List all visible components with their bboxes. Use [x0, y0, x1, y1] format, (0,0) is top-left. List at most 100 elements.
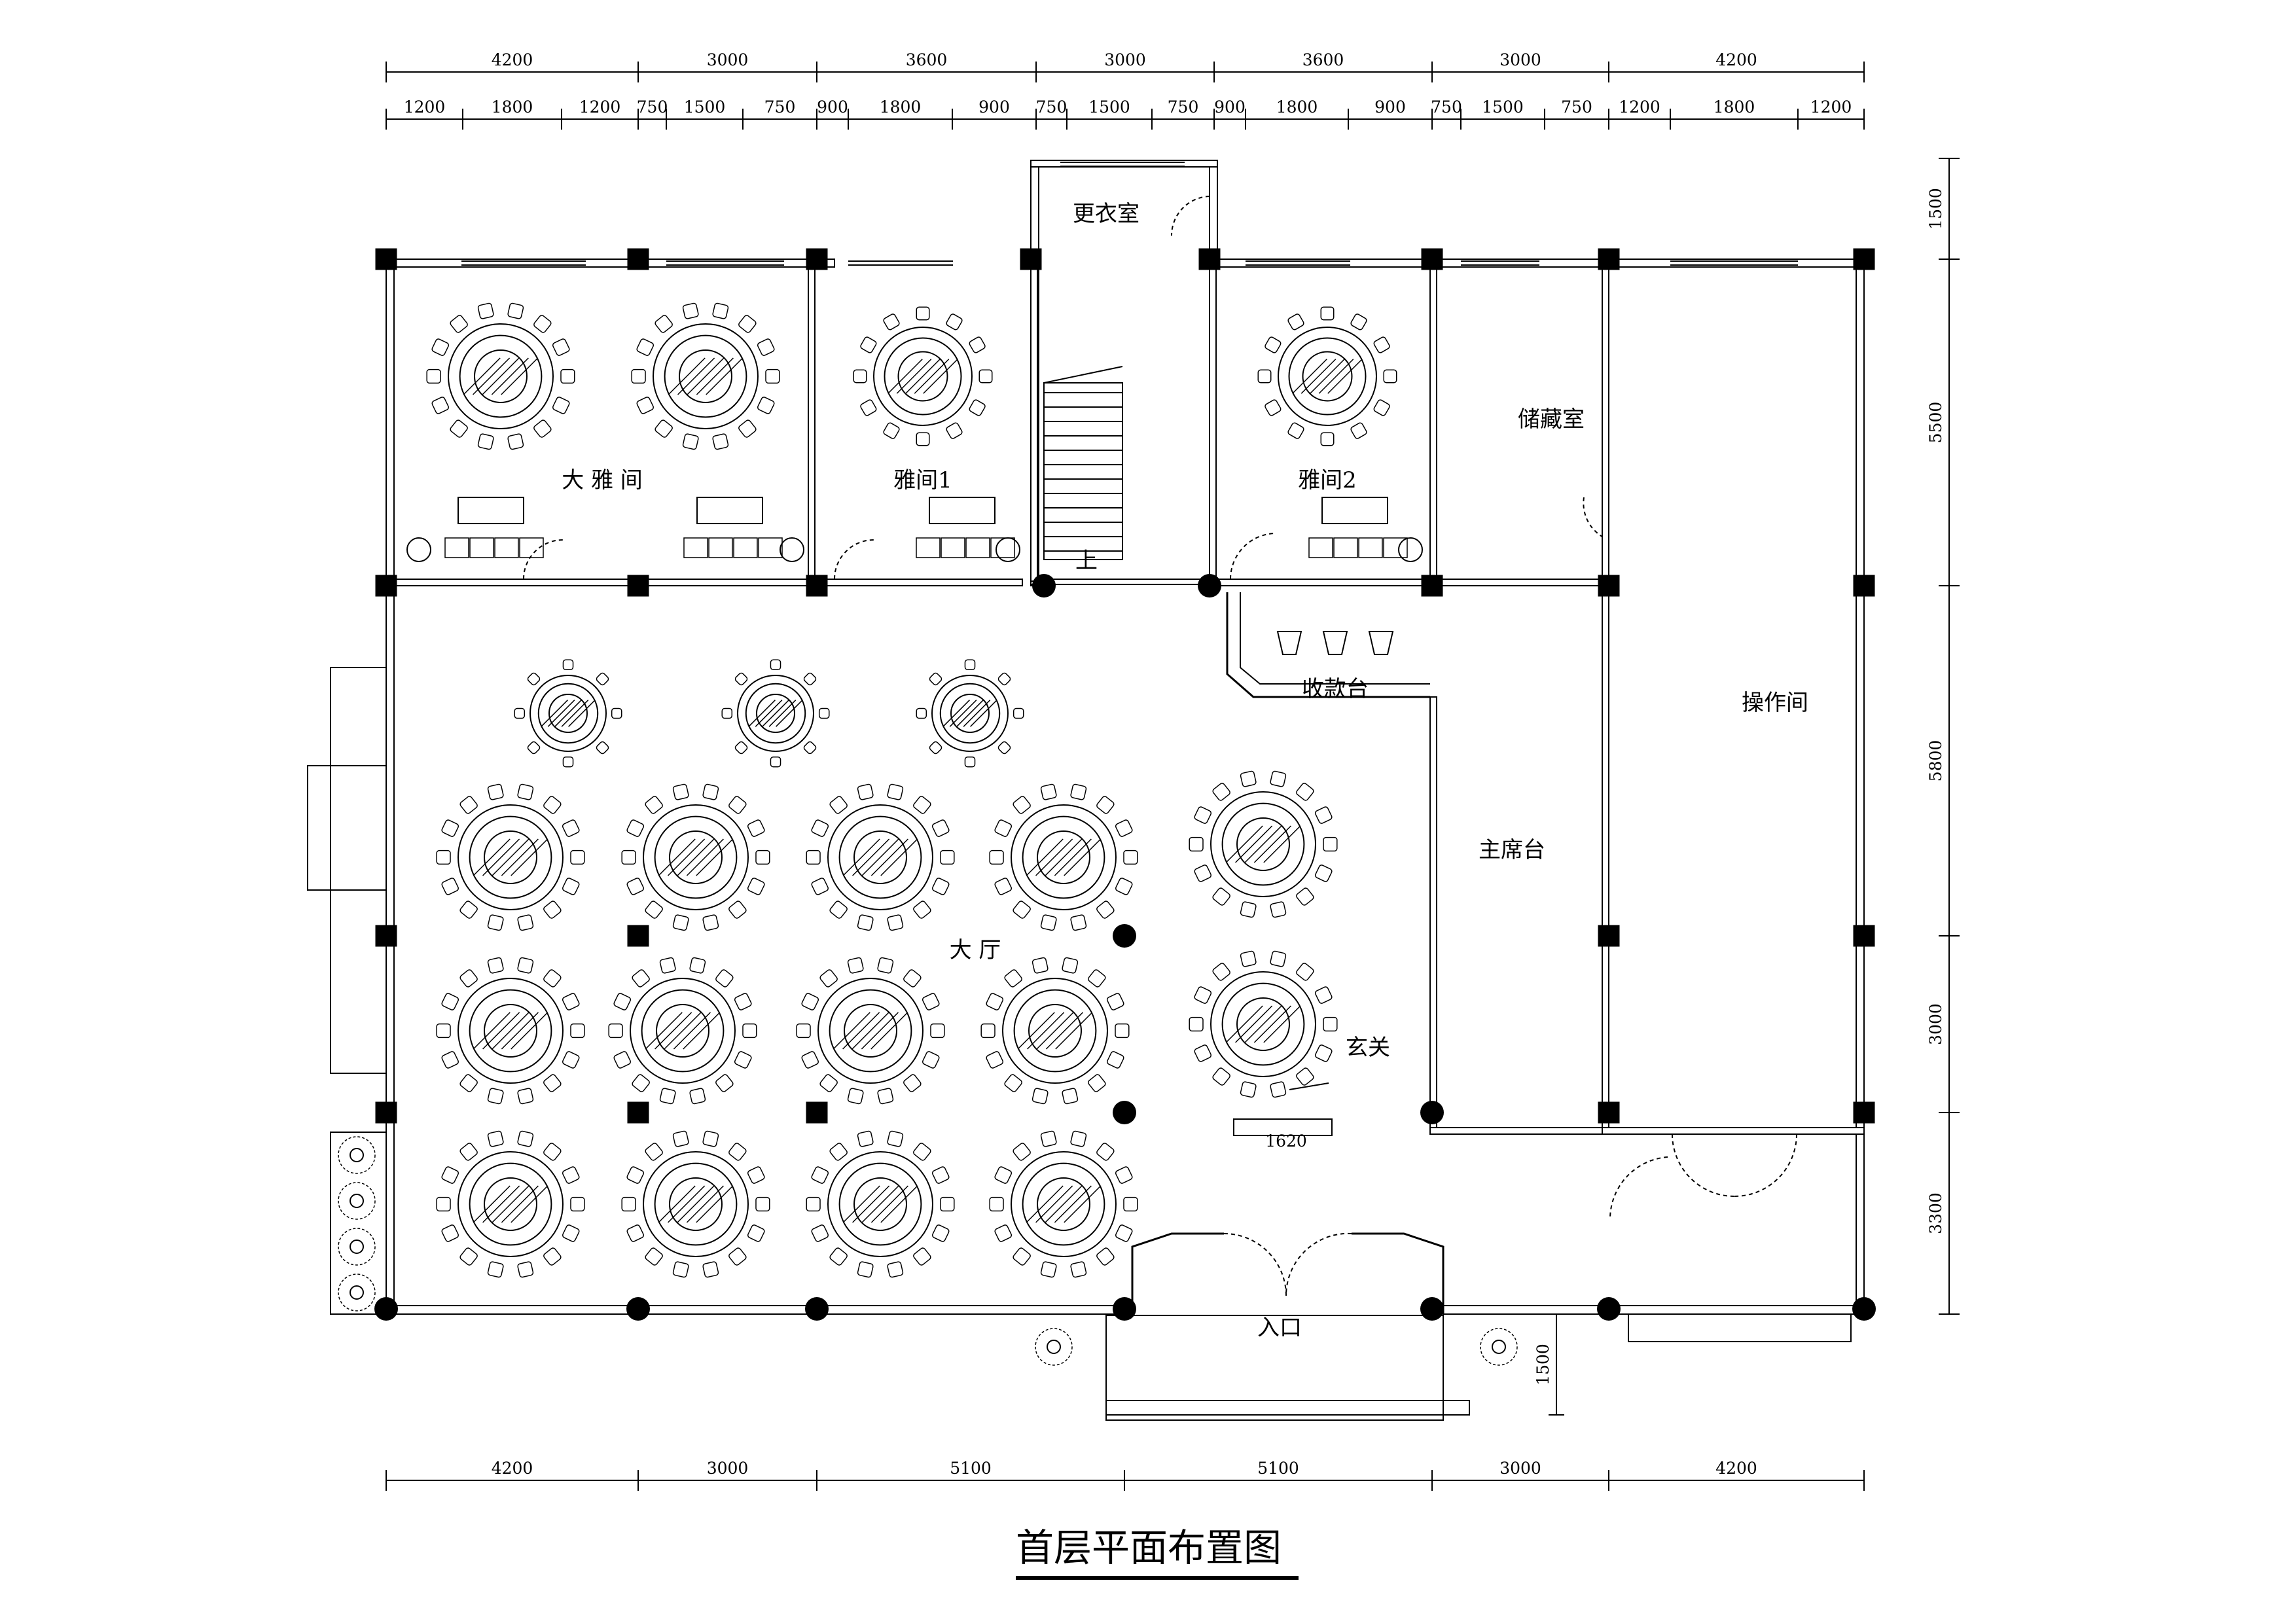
table-rim — [829, 989, 912, 1073]
stair-up-label: 上 — [1075, 548, 1098, 574]
chair — [1194, 865, 1212, 882]
hatch — [880, 1185, 918, 1223]
hatch — [655, 1012, 692, 1050]
door-swing-changing — [1171, 196, 1210, 236]
top-dimension-label: 1800 — [880, 98, 922, 116]
room-label-storage: 储藏室 — [1518, 406, 1585, 433]
door-swing-storage — [1583, 497, 1603, 537]
hatch — [1263, 825, 1301, 863]
lazy-susan — [679, 349, 732, 403]
chair — [621, 849, 636, 865]
chair — [1287, 422, 1304, 439]
chair — [1240, 901, 1257, 918]
chair — [632, 1074, 650, 1092]
column — [627, 575, 649, 597]
hatch — [696, 357, 734, 395]
shrub — [338, 1274, 376, 1311]
table-rim — [838, 815, 922, 899]
chair — [1040, 783, 1057, 800]
table-rim — [664, 334, 747, 418]
chair — [672, 1261, 689, 1278]
hatch — [970, 700, 997, 727]
chair — [811, 1166, 829, 1184]
west-side-steps — [307, 765, 387, 891]
table-top — [1278, 327, 1377, 426]
chair — [645, 901, 663, 919]
hatch — [1244, 1005, 1282, 1043]
table-hall — [621, 1130, 770, 1278]
chair — [757, 338, 775, 356]
table-hall — [1189, 950, 1338, 1098]
hatch — [1327, 359, 1363, 394]
lazy-susan — [853, 1177, 907, 1231]
column-round — [1852, 1297, 1876, 1321]
table-rim — [469, 1162, 552, 1246]
chair — [450, 315, 468, 333]
chair — [1257, 369, 1272, 383]
chair — [969, 336, 986, 353]
chair — [596, 741, 609, 755]
chair — [747, 878, 765, 895]
chair — [441, 878, 459, 895]
hatch — [668, 357, 706, 395]
hatch — [768, 700, 797, 727]
chair — [734, 993, 752, 1010]
hatch — [683, 1012, 721, 1050]
lazy-susan — [656, 1004, 709, 1058]
cashier-stool — [1276, 631, 1302, 655]
top-dimension-label: 3600 — [1302, 50, 1344, 69]
chair — [1070, 1130, 1087, 1147]
chair — [543, 969, 562, 988]
table-rim — [884, 337, 962, 416]
chair — [734, 1051, 752, 1069]
hatch — [668, 838, 706, 876]
table-hall-small — [916, 659, 1024, 768]
hatch — [1035, 838, 1073, 876]
chair — [747, 819, 765, 837]
hatch — [706, 357, 744, 395]
top-dimension-label: 3000 — [1104, 50, 1146, 69]
chair — [1314, 986, 1333, 1004]
sofa-seat — [733, 537, 758, 558]
chair — [801, 1051, 819, 1069]
lazy-susan — [844, 1004, 897, 1058]
chair — [517, 1261, 534, 1278]
bottom-dimension-label: 4200 — [1715, 1459, 1757, 1478]
bottom-dimension-label: 5100 — [1257, 1459, 1299, 1478]
chair — [757, 397, 775, 414]
hatch — [956, 700, 984, 727]
chair — [543, 1143, 562, 1161]
table-top — [737, 675, 814, 752]
door-swing-private2 — [1230, 533, 1277, 580]
chair — [517, 783, 534, 800]
sofa-seat — [1308, 537, 1333, 558]
hatch — [880, 838, 918, 876]
hatch — [852, 838, 890, 876]
chair — [1013, 1247, 1031, 1266]
chair — [930, 1023, 945, 1039]
chair — [980, 1023, 996, 1039]
exterior-wall-north-1 — [386, 259, 835, 268]
chair — [964, 659, 976, 671]
chair — [645, 1143, 663, 1161]
hatch — [491, 357, 529, 395]
door-swing-entrance-right — [1285, 1232, 1352, 1296]
hatch — [482, 1185, 520, 1223]
chair — [626, 1224, 645, 1242]
chair — [877, 957, 894, 974]
chair — [1004, 969, 1022, 988]
shrub-center — [1492, 1340, 1506, 1354]
room-label-large-private: 大 雅 间 — [562, 467, 643, 493]
door-swing — [523, 539, 564, 580]
lounge-private-2 — [1308, 497, 1408, 558]
chair — [1189, 836, 1204, 852]
chair — [1270, 901, 1287, 918]
chair — [986, 993, 1004, 1010]
chair — [702, 783, 719, 800]
chair — [994, 1224, 1013, 1242]
plant-pot — [996, 537, 1020, 562]
column-round — [1032, 574, 1056, 597]
hatch — [561, 700, 589, 727]
entrance-wall-west — [1131, 1232, 1224, 1314]
column-round — [1198, 574, 1221, 597]
